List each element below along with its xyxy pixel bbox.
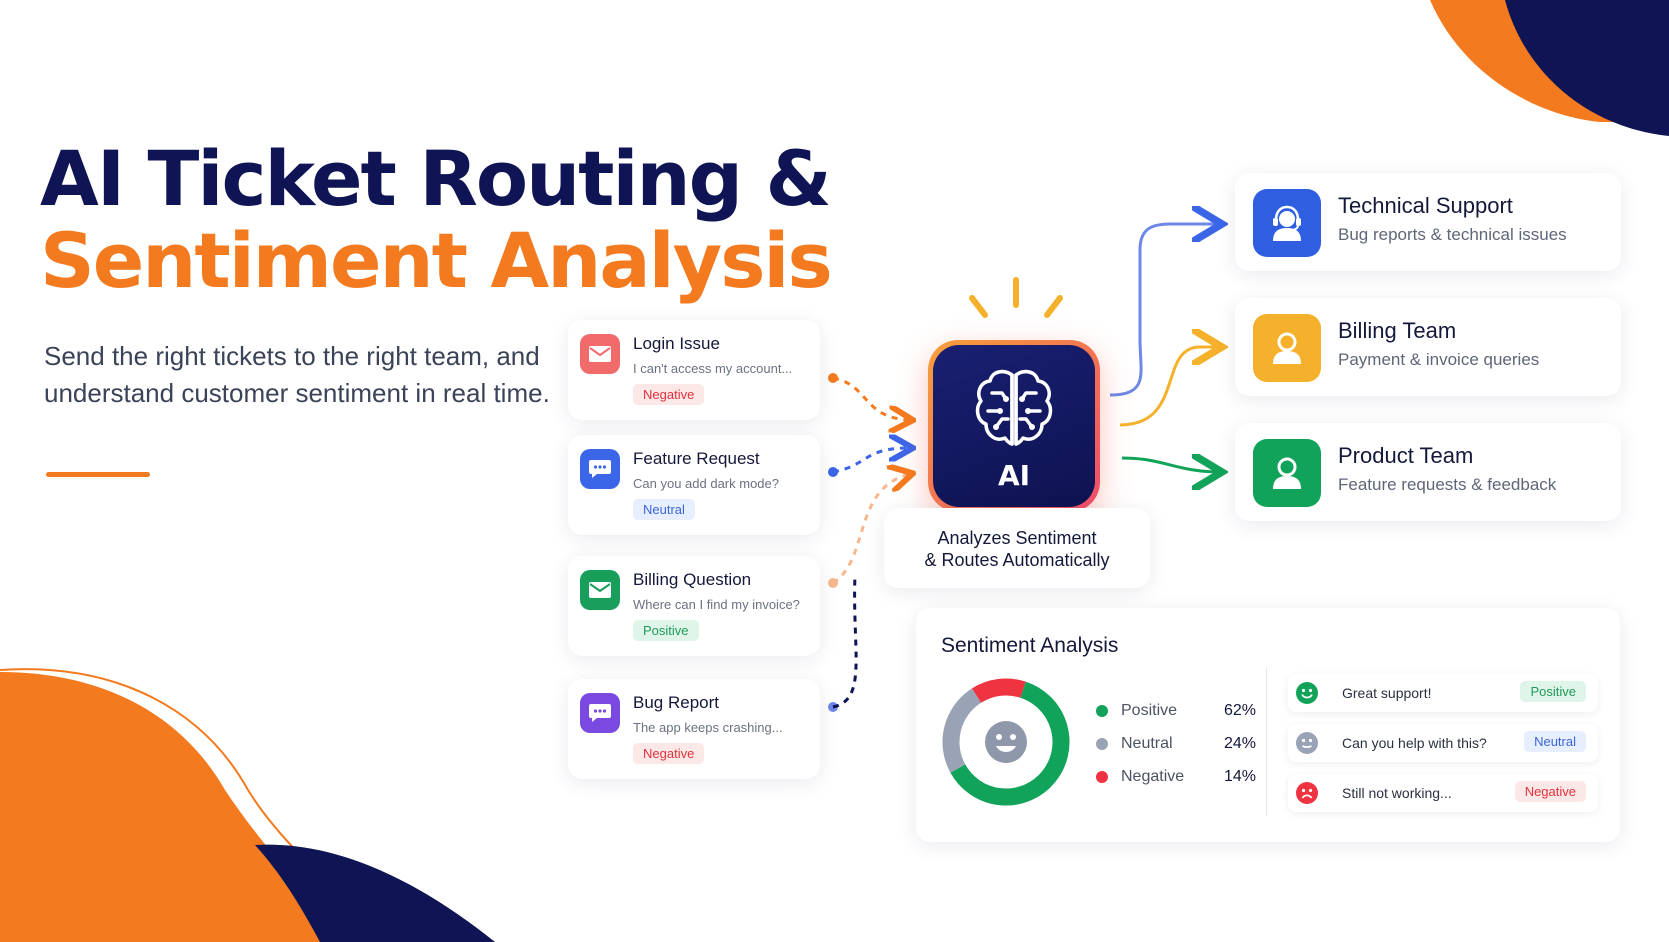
- sentiment-badge: Neutral: [633, 499, 695, 520]
- chat-icon: [580, 693, 620, 733]
- subtitle: Send the right tickets to the right team…: [44, 341, 550, 408]
- team-card-billing[interactable]: Billing Team Payment & invoice queries: [1235, 298, 1621, 396]
- ai-label: AI: [997, 459, 1031, 492]
- sentiment-badge: Negative: [633, 384, 705, 405]
- corner-blob-navy-top: [1505, 0, 1669, 136]
- ticket-card-billing[interactable]: Billing Question Where can I find my inv…: [568, 556, 820, 656]
- legend-value: 24%: [1223, 735, 1256, 752]
- sentiment-badge: Neutral: [1524, 731, 1586, 752]
- ticket-description: Where can I find my invoice?: [633, 597, 800, 612]
- team-card-technical-support[interactable]: Technical Support Bug reports & technica…: [1235, 173, 1621, 271]
- corner-blob-orange-bottom: [0, 672, 345, 942]
- donut-slice-negative: [971, 678, 1026, 703]
- ticket-title: Bug Report: [633, 693, 719, 712]
- legend-dot: [1096, 771, 1108, 783]
- ai-caption-line-2: & Routes Automatically: [924, 550, 1110, 570]
- legend-positive: Positive 62%: [1096, 700, 1256, 722]
- legend-dot: [1096, 705, 1108, 717]
- legend-label: Positive: [1121, 702, 1178, 719]
- legend-label: Neutral: [1121, 735, 1173, 752]
- ai-spark-right: [1044, 295, 1063, 318]
- ticket-title: Feature Request: [633, 449, 760, 468]
- ticket-description: The app keeps crashing...: [633, 720, 783, 735]
- legend-value: 62%: [1223, 702, 1256, 719]
- feedback-item[interactable]: Great support! Positive: [1288, 674, 1598, 712]
- headset-icon: [1253, 189, 1321, 257]
- ticket-description: Can you add dark mode?: [633, 476, 779, 491]
- ticket-description: I can't access my account...: [633, 361, 793, 376]
- legend-value: 14%: [1223, 768, 1256, 785]
- corner-blob-navy-bottom: [255, 844, 495, 942]
- ticket-card-login[interactable]: Login Issue I can't access my account...…: [568, 320, 820, 420]
- ai-hub-inner: AI: [933, 345, 1095, 507]
- sentiment-badge: Positive: [1520, 681, 1586, 702]
- smile-icon: [985, 721, 1027, 763]
- team-title: Technical Support: [1338, 193, 1513, 218]
- page-title: AI Ticket Routing & Sentiment Analysis: [40, 134, 833, 305]
- connector-billing-ai: [832, 474, 910, 585]
- connector-ai-tech: [1109, 224, 1222, 397]
- ai-caption-card: Analyzes Sentiment & Routes Automaticall…: [884, 508, 1150, 588]
- ticket-card-feature[interactable]: Feature Request Can you add dark mode? N…: [568, 435, 820, 535]
- user-icon: [1253, 439, 1321, 507]
- ticket-card-bug[interactable]: Bug Report The app keeps crashing... Neg…: [568, 679, 820, 779]
- ai-caption-line-1: Analyzes Sentiment: [937, 528, 1097, 548]
- brain-icon: [975, 369, 1053, 446]
- sentiment-badge: Negative: [1514, 781, 1586, 802]
- team-card-product[interactable]: Product Team Feature requests & feedback: [1235, 423, 1621, 521]
- connector-ai-product: [1121, 458, 1222, 472]
- feedback-text: Great support!: [1342, 685, 1432, 701]
- team-description: Payment & invoice queries: [1338, 350, 1540, 369]
- legend-label: Negative: [1121, 768, 1185, 785]
- sentiment-title: Sentiment Analysis: [941, 634, 1119, 657]
- ai-spark-left: [969, 295, 988, 318]
- team-description: Bug reports & technical issues: [1338, 225, 1567, 244]
- user-icon: [1253, 314, 1321, 382]
- ticket-title: Login Issue: [633, 334, 720, 353]
- donut-slice-neutral: [942, 688, 982, 773]
- ticket-title: Billing Question: [633, 570, 752, 589]
- sentiment-badge: Positive: [633, 620, 699, 641]
- donut-slice-positive: [950, 681, 1070, 806]
- connector-bug-ai: [832, 574, 858, 709]
- legend-negative: Negative 14%: [1096, 766, 1256, 788]
- legend-dot: [1096, 738, 1108, 750]
- feedback-item[interactable]: Can you help with this? Neutral: [1288, 724, 1598, 762]
- sad-face-icon: [1296, 782, 1318, 804]
- team-title: Billing Team: [1338, 318, 1457, 343]
- mail-icon: [580, 570, 620, 610]
- panel-divider: [1266, 668, 1267, 816]
- smile-icon: [1296, 682, 1318, 704]
- feedback-item[interactable]: Still not working... Negative: [1288, 774, 1598, 812]
- title-line-1: AI Ticket Routing &: [40, 134, 832, 223]
- chat-icon: [580, 449, 620, 489]
- neutral-face-icon: [1296, 732, 1318, 754]
- feedback-text: Still not working...: [1342, 785, 1452, 801]
- connector-login-ai: [832, 376, 910, 420]
- connector-feature-ai: [832, 448, 910, 474]
- mail-icon: [580, 334, 620, 374]
- ai-hub: AI: [928, 340, 1100, 512]
- ai-caption: Analyzes Sentiment & Routes Automaticall…: [884, 527, 1150, 571]
- team-title: Product Team: [1338, 443, 1474, 468]
- sentiment-donut-chart: [942, 678, 1070, 806]
- connector-ai-billing: [1119, 347, 1222, 427]
- accent-underline: [46, 472, 150, 477]
- sentiment-panel: Sentiment Analysis Positive 62% Neutral …: [916, 608, 1620, 842]
- feedback-text: Can you help with this?: [1342, 735, 1487, 751]
- sentiment-badge: Negative: [633, 743, 705, 764]
- legend-neutral: Neutral 24%: [1096, 733, 1256, 755]
- team-description: Feature requests & feedback: [1338, 475, 1557, 494]
- title-line-2: Sentiment Analysis: [40, 216, 833, 305]
